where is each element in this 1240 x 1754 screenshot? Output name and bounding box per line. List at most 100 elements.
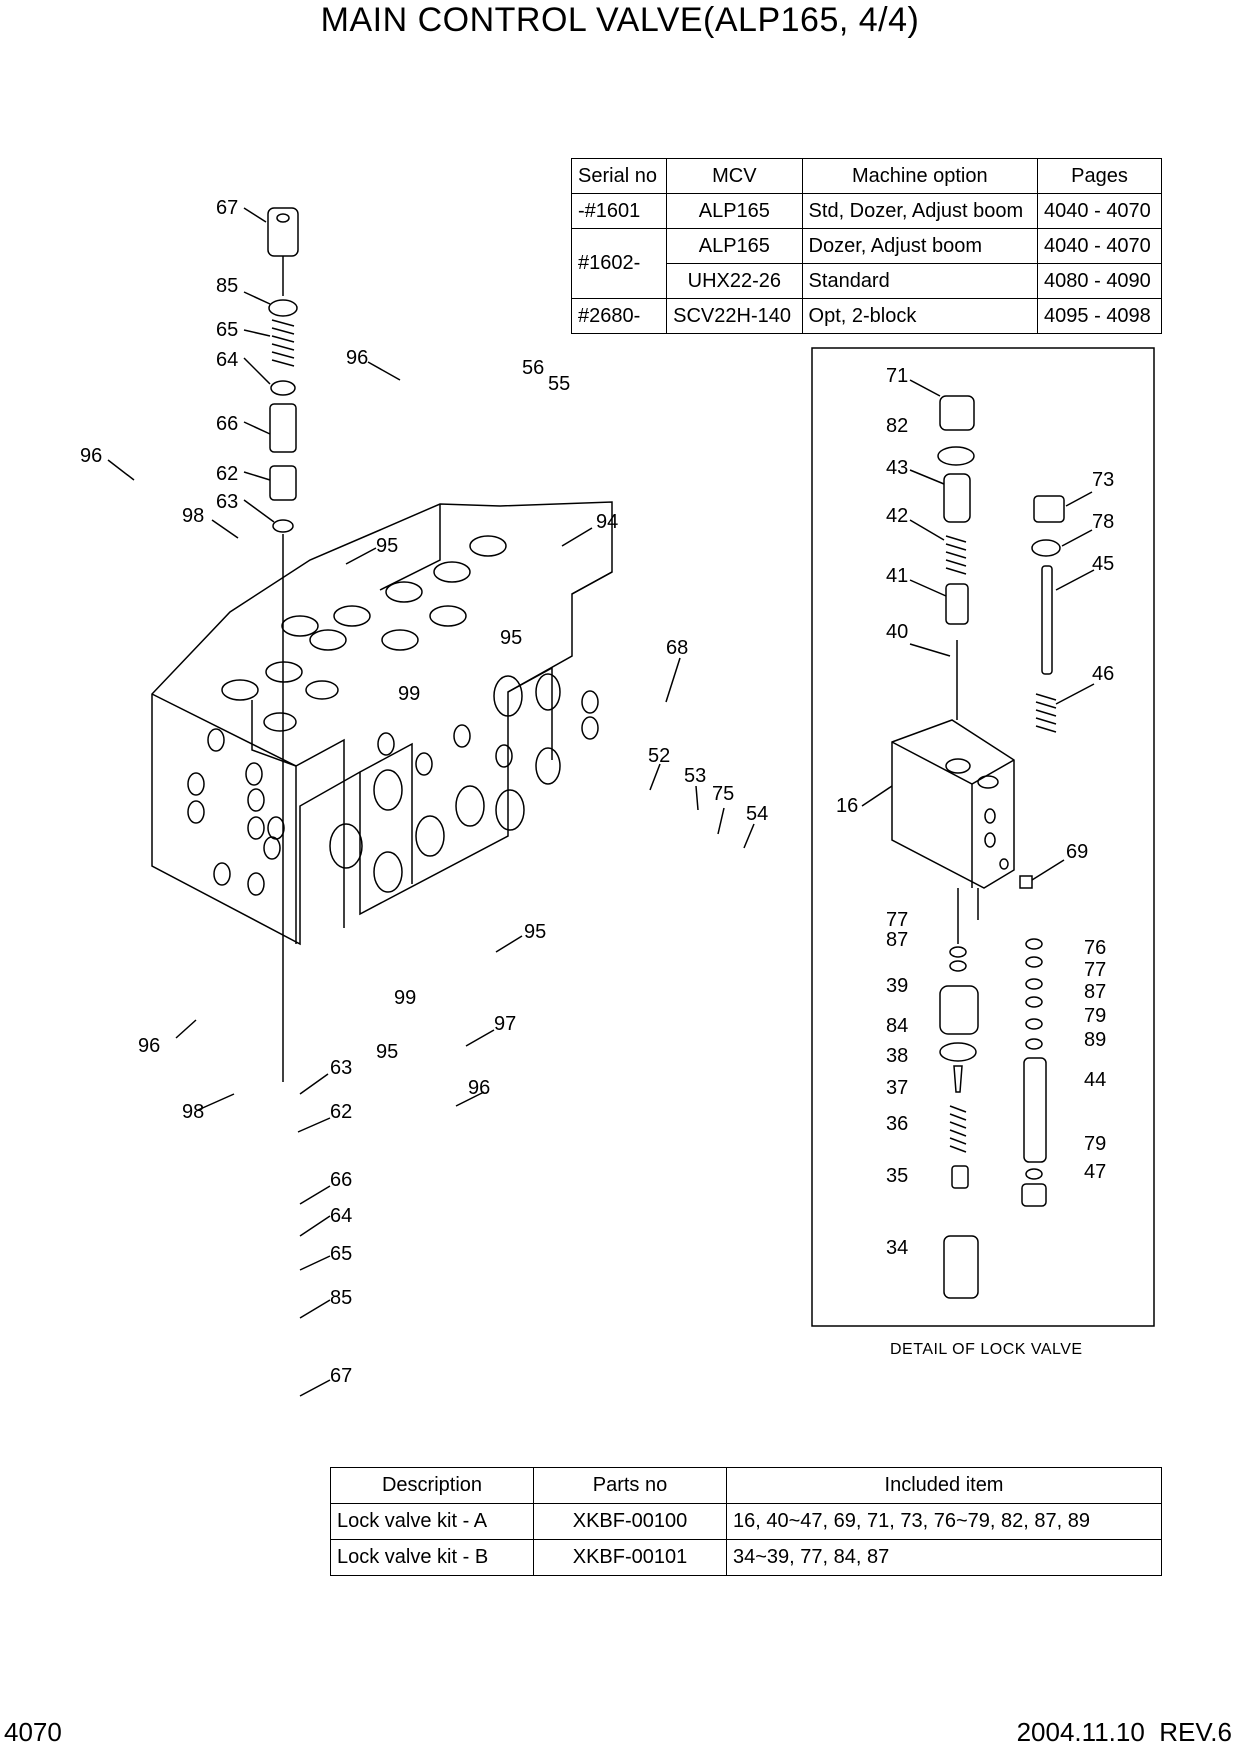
callout: 95: [376, 535, 398, 557]
cell: Lock valve kit - B: [330, 1539, 534, 1576]
callout: 47: [1084, 1161, 1106, 1183]
callout: 99: [394, 987, 416, 1009]
callout: 79: [1084, 1005, 1106, 1027]
serial-table: Serial no MCV Machine option Pages -#160…: [570, 158, 1162, 334]
callout: 44: [1084, 1069, 1106, 1091]
callout: 45: [1092, 553, 1114, 575]
callout: 67: [330, 1365, 352, 1387]
callout: 95: [500, 627, 522, 649]
callout: 66: [216, 413, 238, 435]
cell: UHX22-26: [666, 263, 803, 299]
callout: 99: [398, 683, 420, 705]
callout: 96: [468, 1077, 490, 1099]
cell: Lock valve kit - A: [330, 1503, 534, 1540]
callout: 64: [216, 349, 238, 371]
callout: 56: [522, 357, 544, 379]
callout: 34: [886, 1237, 908, 1259]
callout: 62: [216, 463, 238, 485]
callout: 53: [684, 765, 706, 787]
lock-valve-detail-box: [811, 347, 1155, 1327]
cell: Std, Dozer, Adjust boom: [801, 193, 1039, 229]
cell: 16, 40~47, 69, 71, 73, 76~79, 82, 87, 89: [726, 1503, 1162, 1540]
callout: 89: [1084, 1029, 1106, 1051]
table-row: #2680- SCV22H-140 Opt, 2-block 4095 - 40…: [570, 298, 1162, 334]
cell: 34~39, 77, 84, 87: [726, 1539, 1162, 1576]
page-number: 4070: [4, 1717, 62, 1747]
revision-date: 2004.11.10 REV.6: [1016, 1717, 1232, 1747]
callout: 39: [886, 975, 908, 997]
callout: 95: [376, 1041, 398, 1063]
callout: 84: [886, 1015, 908, 1037]
callout: 64: [330, 1205, 352, 1227]
header-description: Description: [330, 1467, 534, 1504]
callout: 42: [886, 505, 908, 527]
callout: 87: [886, 929, 908, 951]
table-row: UHX22-26 Standard 4080 - 4090: [572, 263, 1162, 299]
detail-caption: DETAIL OF LOCK VALVE: [890, 1341, 1083, 1358]
cell: 4040 - 4070: [1037, 228, 1162, 264]
callout: 94: [596, 511, 618, 533]
callout: 55: [548, 373, 570, 395]
cell: XKBF-00101: [533, 1539, 727, 1576]
valve-block: [151, 501, 613, 946]
callout: 40: [886, 621, 908, 643]
cell: XKBF-00100: [533, 1503, 727, 1540]
callout: 36: [886, 1113, 908, 1135]
callout: 77: [886, 909, 908, 931]
callout: 67: [216, 197, 238, 219]
callout: 78: [1092, 511, 1114, 533]
callout: 43: [886, 457, 908, 479]
kit-table: Description Parts no Included item Lock …: [330, 1467, 1162, 1576]
callout: 96: [138, 1035, 160, 1057]
cell: #2680-: [570, 298, 668, 334]
table-row: -#1601 ALP165 Std, Dozer, Adjust boom 40…: [570, 193, 1162, 229]
callout: 98: [182, 505, 204, 527]
cell: ALP165: [666, 228, 803, 264]
lock-valve-parts: [891, 395, 1065, 1299]
callout: 66: [330, 1169, 352, 1191]
header-included-item: Included item: [726, 1467, 1162, 1504]
header-parts-no: Parts no: [533, 1467, 727, 1504]
callout: 37: [886, 1077, 908, 1099]
callout: 69: [1066, 841, 1088, 863]
callout: 95: [524, 921, 546, 943]
callout: 65: [216, 319, 238, 341]
cell: Opt, 2-block: [801, 298, 1039, 334]
leader-lines: [107, 207, 1095, 1397]
callout: 77: [1084, 959, 1106, 981]
callout: 76: [1084, 937, 1106, 959]
callout: 63: [216, 491, 238, 513]
cell: Standard: [801, 263, 1039, 299]
table-header-row: Description Parts no Included item: [330, 1467, 1162, 1504]
callout: 85: [216, 275, 238, 297]
callout: 85: [330, 1287, 352, 1309]
callout: 38: [886, 1045, 908, 1067]
callout-labels: 67 85 65 64 66 62 63 96 96 98 95 95 94 5…: [80, 197, 1114, 1387]
page-title: MAIN CONTROL VALVE(ALP165, 4/4): [320, 1, 920, 39]
cell: -#1601: [570, 193, 668, 229]
callout: 87: [1084, 981, 1106, 1003]
callout: 96: [80, 445, 102, 467]
callout: 68: [666, 637, 688, 659]
header-mcv: MCV: [666, 158, 803, 194]
table-row: Lock valve kit - A XKBF-00100 16, 40~47,…: [330, 1503, 1162, 1540]
callout: 75: [712, 783, 734, 805]
table-row: Lock valve kit - B XKBF-00101 34~39, 77,…: [330, 1539, 1162, 1576]
callout: 79: [1084, 1133, 1106, 1155]
callout: 65: [330, 1243, 352, 1265]
callout: 52: [648, 745, 670, 767]
callout: 46: [1092, 663, 1114, 685]
cell: #1602-: [570, 228, 668, 299]
callout: 98: [182, 1101, 204, 1123]
upper-spool-stack: [267, 207, 299, 1082]
callout: 63: [330, 1057, 352, 1079]
callout: 97: [494, 1013, 516, 1035]
callout: 16: [836, 795, 858, 817]
callout: 71: [886, 365, 908, 387]
cell: SCV22H-140: [666, 298, 803, 334]
callout: 62: [330, 1101, 352, 1123]
cell: 4080 - 4090: [1037, 263, 1162, 299]
callout: 96: [346, 347, 368, 369]
header-serial: Serial no: [570, 158, 668, 194]
